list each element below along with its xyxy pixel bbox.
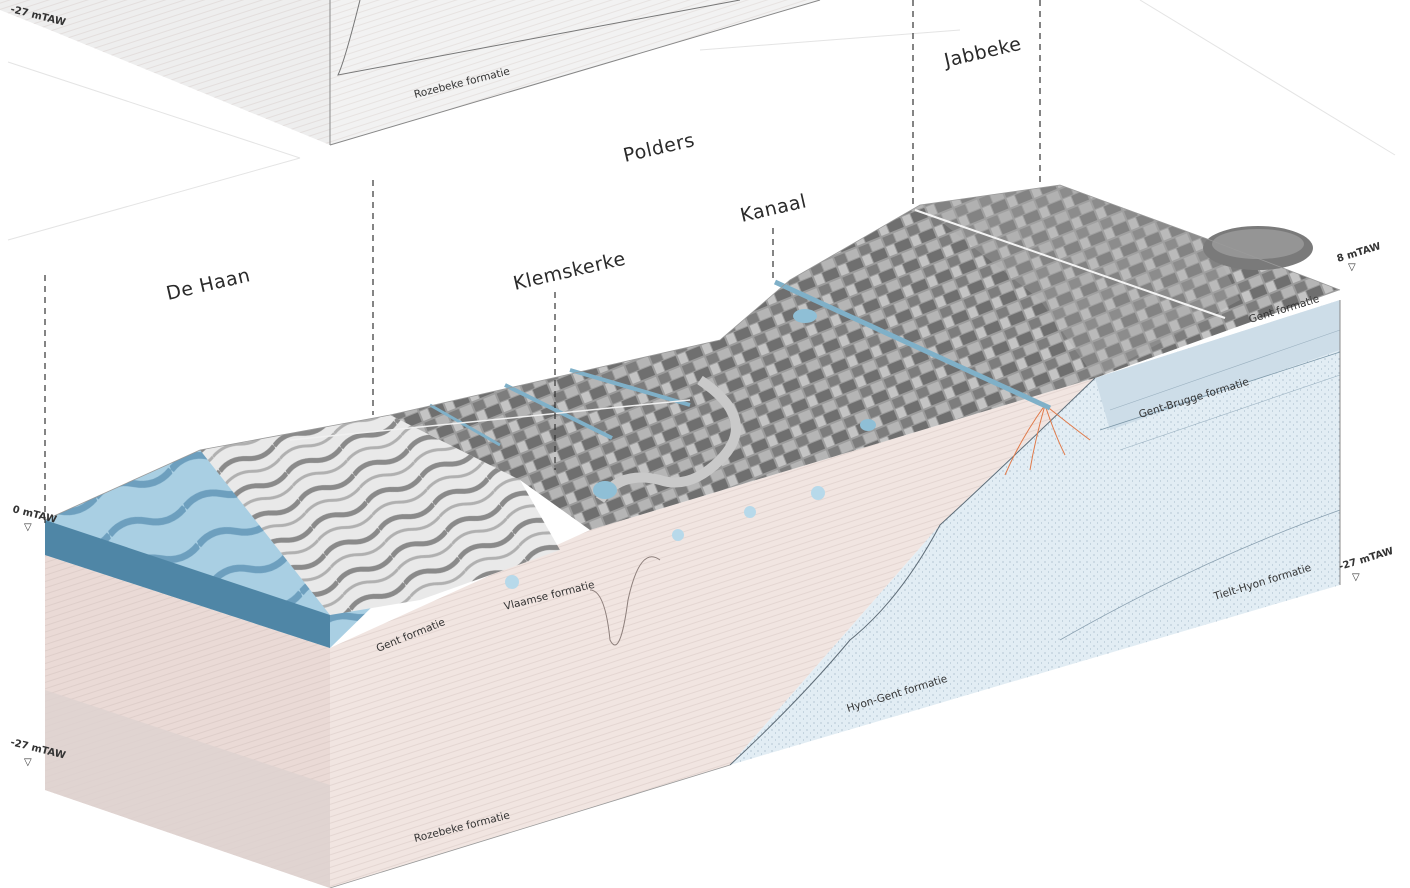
level-marker-east-8: ▽ [1348,262,1356,273]
place-label-jabbeke: Jabbeke [941,33,1023,72]
level-marker-east-neg27: ▽ [1352,572,1360,583]
upper-block [0,0,821,146]
level-label-east-neg27: -27 mTAW [1338,546,1395,573]
place-label-kanaal: Kanaal [738,190,809,227]
place-label-de-haan: De Haan [164,264,252,305]
leader-lines [44,0,1041,525]
front-face [45,555,421,888]
level-marker-west-neg27: ▽ [24,757,32,768]
top-surface [44,184,1341,648]
level-label-west-0: 0 mTAW [11,504,58,526]
place-label-polders: Polders [621,129,697,167]
side-face [329,300,1341,888]
background-guides [7,0,1396,241]
place-label-klemskerke: Klemskerke [511,248,628,295]
level-label-east-8: 8 mTAW [1336,241,1382,265]
level-marker-west-0: ▽ [24,522,32,533]
